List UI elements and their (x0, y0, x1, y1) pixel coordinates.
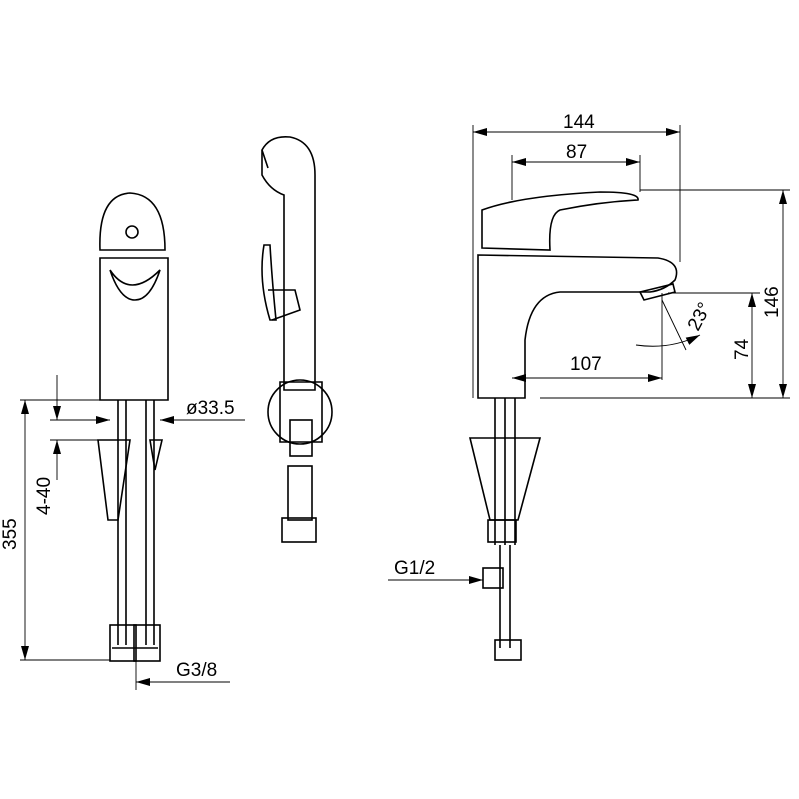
dim-spout-height: 74 (732, 338, 753, 360)
right-dimensions: 144 87 146 74 107 23° G1/2 (388, 112, 790, 584)
dim-total-height: 146 (762, 286, 783, 318)
dim-spout-angle: 23° (684, 299, 716, 334)
front-view (97, 192, 169, 662)
dim-hose-thread: G3/8 (176, 660, 217, 681)
right-view (468, 191, 678, 661)
dim-inlet-thread: G1/2 (394, 558, 435, 579)
side-view (261, 135, 333, 543)
dim-spout-reach: 107 (570, 354, 602, 375)
dim-lever-width: 87 (566, 142, 587, 163)
front-dimensions: 355 4-40 ø33.5 G3/8 (0, 375, 245, 690)
dim-deck-thickness: 4-40 (34, 477, 55, 515)
dim-body-diameter: ø33.5 (186, 398, 235, 419)
dim-total-width: 144 (563, 112, 595, 133)
dim-hose-length: 355 (0, 518, 21, 550)
